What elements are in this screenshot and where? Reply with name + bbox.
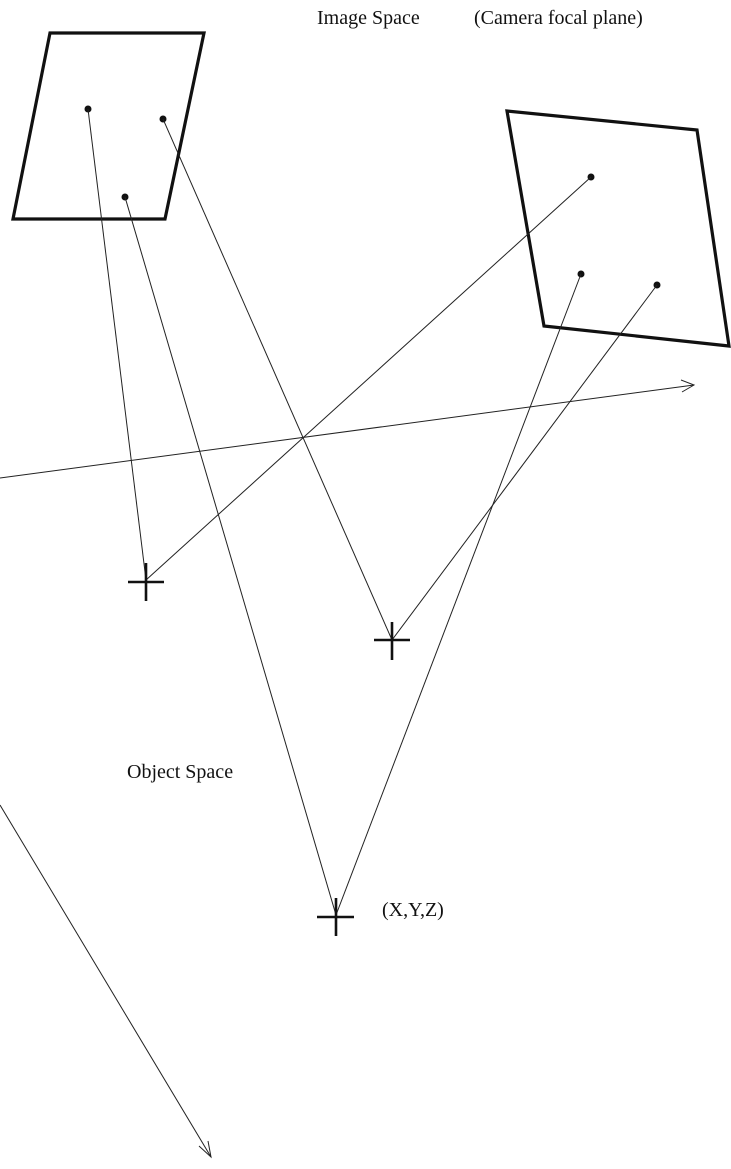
camera-focal-plane-label: (Camera focal plane)	[474, 7, 643, 29]
object-point-2-cross	[374, 622, 410, 660]
right-image-plane	[505, 109, 731, 348]
object-space-label: Object Space	[127, 761, 233, 783]
object-point-1-cross	[128, 563, 164, 601]
axis-arrowhead-right	[680, 379, 696, 393]
ray-left-to-object-point-3	[124, 196, 337, 916]
ray-right-to-object-point-2	[391, 284, 658, 641]
object-axis-horizontal	[0, 384, 695, 479]
left-image-plane	[11, 31, 206, 221]
object-point-3-cross	[317, 898, 354, 936]
ray-left-to-object-point-2	[162, 118, 393, 641]
ray-right-to-object-point-1	[145, 176, 592, 581]
ray-left-to-object-point-1	[87, 108, 147, 581]
image-space-label: Image Space	[317, 7, 420, 29]
axis-arrowhead-down	[198, 1140, 212, 1159]
ray-right-to-object-point-3	[335, 273, 582, 916]
object-axis-diagonal	[0, 804, 212, 1158]
point-coordinates-label: (X,Y,Z)	[382, 899, 444, 921]
